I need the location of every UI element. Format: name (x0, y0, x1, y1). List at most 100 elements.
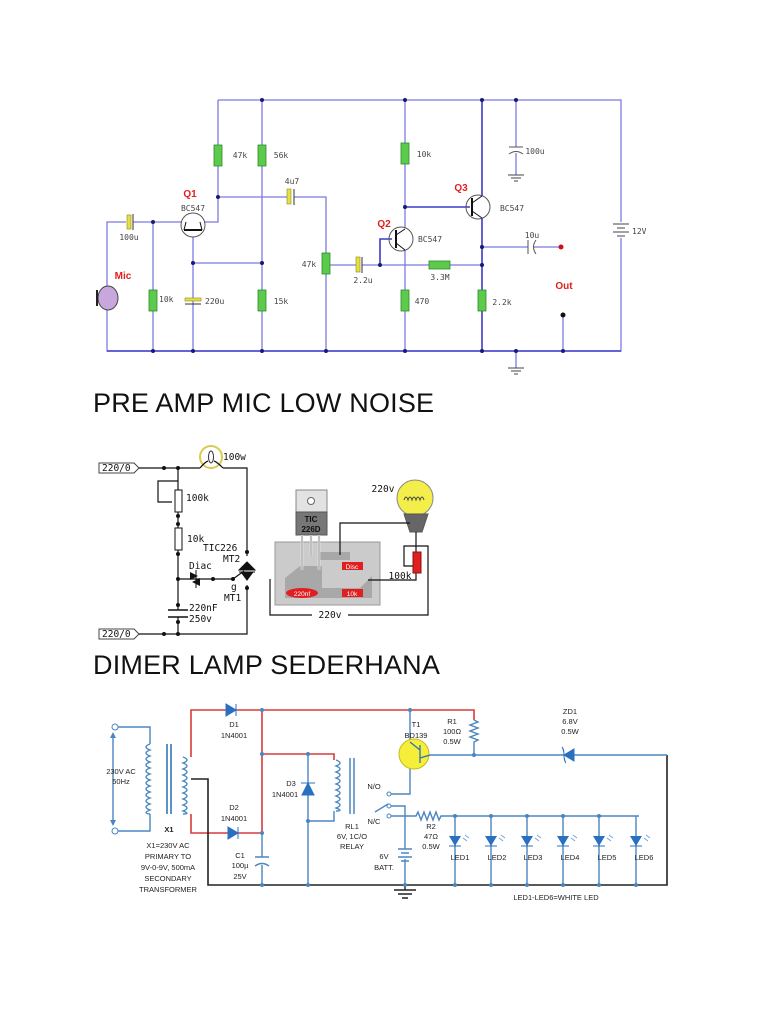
label: D3 (286, 779, 296, 788)
triac-symbol (237, 561, 257, 581)
label: R1 (447, 717, 457, 726)
label: 10k (187, 534, 204, 545)
ac-terminal (111, 723, 119, 731)
label: X1 (164, 825, 173, 834)
chip-label: TIC (305, 515, 318, 524)
label: 6.8V (562, 717, 577, 726)
terminal-label: 220/0 (102, 629, 131, 640)
chip-label: 226D (301, 525, 320, 534)
label: 6V, 1C/O (337, 832, 367, 841)
label: MT2 (223, 554, 240, 565)
label: BD139 (405, 731, 428, 740)
battery-6v (398, 848, 412, 862)
label-mic: Mic (115, 271, 132, 282)
label: R2 (426, 822, 436, 831)
label: 2.2u (353, 276, 372, 285)
label: 47k (233, 151, 248, 160)
led-light-circuit-diagram: 230V AC 50Hz X1 D1 1N4001 D2 1N4001 D3 1… (106, 703, 668, 902)
battery-12v (613, 223, 629, 237)
label: 470 (415, 297, 430, 306)
ac-terminal (111, 827, 119, 835)
label: LED2 (488, 853, 507, 862)
label: 100w (223, 452, 246, 463)
label: LED3 (524, 853, 543, 862)
label: 100µ (232, 861, 250, 870)
label: PRIMARY TO (145, 852, 191, 861)
label: g (231, 582, 237, 593)
label: BC547 (500, 204, 524, 213)
label: 1N4001 (221, 731, 247, 740)
label: C1 (235, 851, 245, 860)
label: 9V-0-9V, 500mA (141, 863, 195, 872)
section-heading-preamp: PRE AMP MIC LOW NOISE (93, 388, 435, 418)
label: RL1 (345, 822, 359, 831)
label: LED1-LED6=WHITE LED (513, 893, 599, 902)
label: TIC226 (203, 543, 238, 554)
label: LED5 (598, 853, 617, 862)
label: 220nF (189, 603, 218, 614)
board-label: Disc (346, 564, 359, 571)
preamp-labels: Q1 BC547 100u Mic 10k 220u 47k 56k 4u7 1… (115, 147, 647, 307)
transistors (180, 194, 491, 252)
label: D2 (229, 803, 239, 812)
microphone (96, 285, 119, 311)
board-label: 220v (372, 484, 395, 495)
label: LED6 (635, 853, 654, 862)
label: 100u (119, 233, 138, 242)
label: Diac (189, 561, 212, 572)
diode-d2 (227, 826, 239, 840)
resistors (148, 142, 487, 312)
label: 220u (205, 297, 224, 306)
label: 56k (274, 151, 289, 160)
label: SECONDARY (144, 874, 191, 883)
label-q3: Q3 (454, 183, 468, 194)
label: ZD1 (563, 707, 577, 716)
label: 1N4001 (272, 790, 298, 799)
label: MT1 (224, 593, 241, 604)
transistor-q2 (388, 226, 414, 252)
label: 50Hz (112, 777, 130, 786)
ground-icon (394, 885, 416, 899)
label: 47Ω (424, 832, 438, 841)
zener-zd1 (561, 746, 575, 764)
ground-terminal (560, 312, 566, 318)
label: D1 (229, 720, 239, 729)
preamp-circuit-diagram: Q1 BC547 100u Mic 10k 220u 47k 56k 4u7 1… (96, 98, 647, 375)
label: 10k (417, 150, 432, 159)
diac-symbol (190, 570, 200, 588)
label-q1: Q1 (183, 189, 197, 200)
label: N/C (368, 817, 382, 826)
label: 10k (159, 295, 174, 304)
diode-d1 (225, 703, 237, 717)
ground-symbols (508, 174, 524, 375)
label: 3.3M (430, 273, 449, 282)
label: 12V (632, 227, 647, 236)
label: 100u (525, 147, 544, 156)
terminal-box-bottom (98, 628, 140, 640)
label: 0.5W (422, 842, 440, 851)
label: BC547 (418, 235, 442, 244)
board-label: 10k (347, 591, 358, 598)
preamp-wires (106, 99, 622, 368)
potentiometer-47k (321, 252, 331, 275)
output-terminal (558, 244, 564, 250)
label: T1 (412, 720, 421, 729)
label: 1N4001 (221, 814, 247, 823)
transistor-q3 (465, 194, 491, 220)
led-array (449, 816, 651, 885)
label: 0.5W (561, 727, 579, 736)
label: N/O (367, 782, 381, 791)
label: 250v (189, 614, 212, 625)
label: LED1 (451, 853, 470, 862)
board-label: 220nf (294, 591, 310, 598)
terminal-label: 220/0 (102, 463, 131, 474)
board-label: 220v (319, 610, 342, 621)
preamp-junctions (151, 98, 566, 353)
label: BC547 (181, 204, 205, 213)
capacitors (126, 146, 537, 305)
label: 0.5W (443, 737, 461, 746)
label: 100Ω (443, 727, 462, 736)
label: 230V AC (106, 767, 136, 776)
